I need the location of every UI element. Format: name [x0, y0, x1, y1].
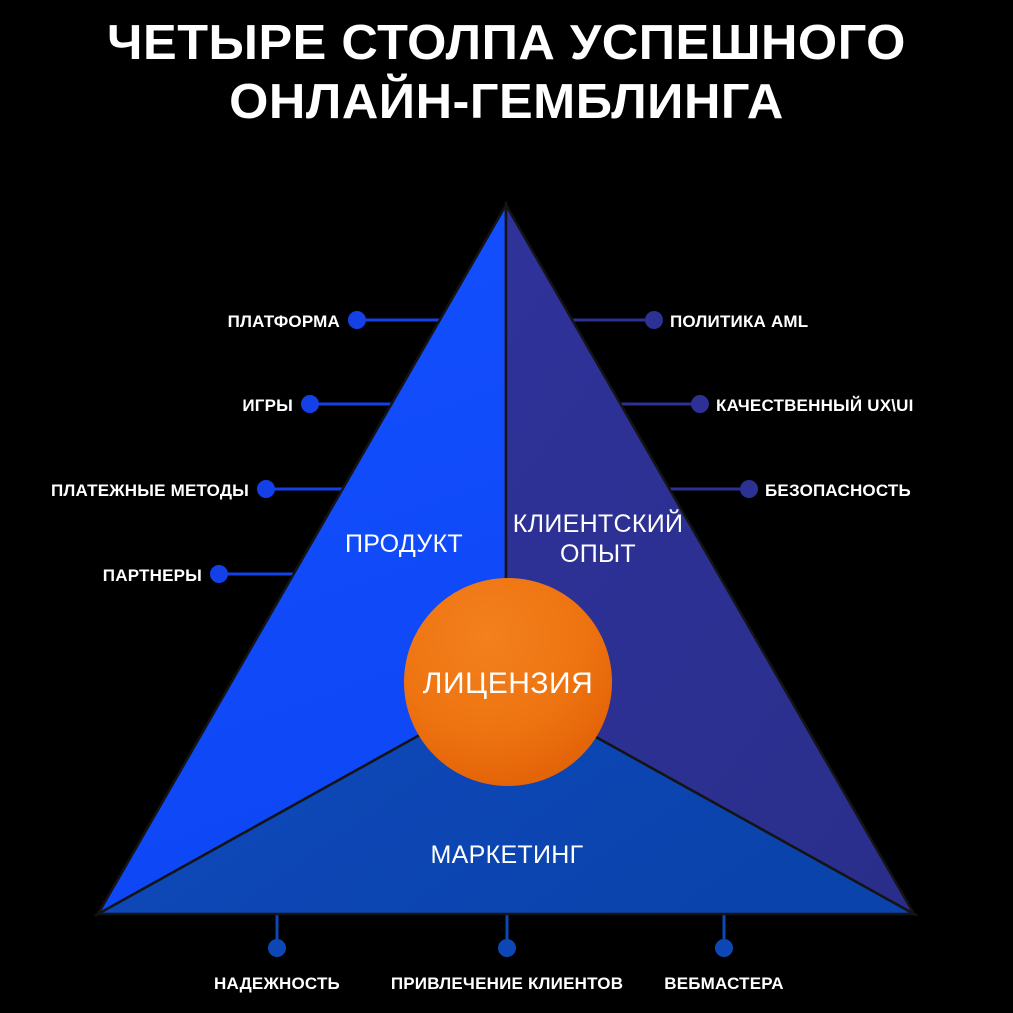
license-label: ЛИЦЕНЗИЯ [423, 667, 593, 700]
connector-dot[interactable] [210, 565, 228, 583]
connector-dot[interactable] [498, 939, 516, 957]
connector-dot[interactable] [257, 480, 275, 498]
node-label-right-2: БЕЗОПАСНОСТЬ [765, 481, 911, 500]
node-label-bottom-2: ВЕБМАСТЕРА [664, 974, 784, 993]
connector-privlechenie-klientov: ПРИВЛЕЧЕНИЕ КЛИЕНТОВ [391, 914, 623, 993]
node-label-bottom-1: ПРИВЛЕЧЕНИЕ КЛИЕНТОВ [391, 974, 623, 993]
pyramid-label-customer-experience-line2: ОПЫТ [560, 540, 636, 568]
license-node[interactable]: ЛИЦЕНЗИЯ [404, 578, 612, 786]
node-label-left-3: ПАРТНЕРЫ [103, 566, 202, 585]
connector-dot[interactable] [268, 939, 286, 957]
connector-dot[interactable] [301, 395, 319, 413]
connector-nadezhnost: НАДЕЖНОСТЬ [214, 914, 340, 993]
bottom-connectors-group: НАДЕЖНОСТЬ ПРИВЛЕЧЕНИЕ КЛИЕНТОВ ВЕБМАСТЕ… [214, 914, 784, 993]
pyramid-section-marketing[interactable] [93, 685, 919, 916]
license-circle[interactable] [404, 578, 612, 786]
node-label-left-0: ПЛАТФОРМА [228, 312, 340, 331]
node-label-left-1: ИГРЫ [242, 396, 293, 415]
connector-vebmastera: ВЕБМАСТЕРА [664, 914, 784, 993]
page-title: ЧЕТЫРЕ СТОЛПА УСПЕШНОГО ОНЛАЙН-ГЕМБЛИНГА [107, 16, 906, 129]
node-label-right-1: КАЧЕСТВЕННЫЙ UX\UI [716, 396, 914, 415]
connector-dot[interactable] [348, 311, 366, 329]
pyramid-label-customer-experience-line1: КЛИЕНТСКИЙ [513, 508, 684, 538]
pyramid-body: ПРОДУКТ КЛИЕНТСКИЙ ОПЫТ МАРКЕТИНГ [93, 200, 919, 918]
node-label-left-2: ПЛАТЕЖНЫЕ МЕТОДЫ [51, 481, 249, 500]
node-label-bottom-0: НАДЕЖНОСТЬ [214, 974, 340, 993]
connector-dot[interactable] [691, 395, 709, 413]
pyramid-label-product: ПРОДУКТ [345, 530, 463, 558]
node-label-right-0: ПОЛИТИКА AML [670, 312, 808, 331]
pyramid-label-marketing: МАРКЕТИНГ [431, 841, 584, 869]
connector-dot[interactable] [715, 939, 733, 957]
connector-dot[interactable] [645, 311, 663, 329]
connector-dot[interactable] [740, 480, 758, 498]
